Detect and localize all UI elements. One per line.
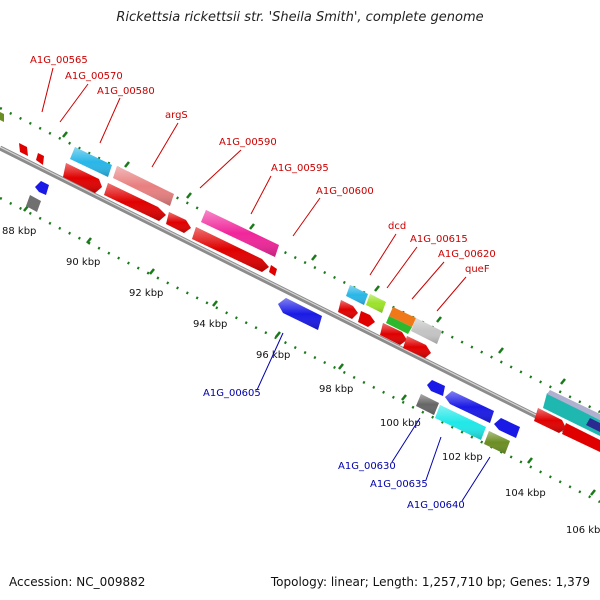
reverse-genes bbox=[26, 181, 520, 454]
genome-backbone bbox=[0, 145, 600, 451]
tick-label-106: 106 kbp bbox=[566, 525, 600, 536]
gene-a1g-00590 bbox=[166, 212, 191, 233]
tick-label-88: 88 kbp bbox=[2, 226, 36, 237]
gene-quef bbox=[403, 318, 442, 358]
gene-a1g-00630 bbox=[416, 391, 494, 423]
label-quef: queF bbox=[465, 264, 490, 275]
label-a1g-00590: A1G_00590 bbox=[219, 137, 277, 148]
gene-a1g-00615 bbox=[358, 294, 386, 327]
tick-label-100: 100 kbp bbox=[380, 418, 421, 429]
upper-tick-marks bbox=[62, 131, 566, 385]
gene-partial-green bbox=[0, 112, 4, 122]
gene-a1g-00565 bbox=[19, 143, 28, 156]
gene-a1g-00605 bbox=[278, 298, 322, 330]
tick-labels: 88 kbp 90 kbp 92 kbp 94 kbp 96 kbp 98 kb… bbox=[2, 226, 600, 536]
label-a1g-00630: A1G_00630 bbox=[338, 461, 396, 472]
tick-label-104: 104 kbp bbox=[505, 488, 546, 499]
tick-label-90: 90 kbp bbox=[66, 257, 100, 268]
gene-blue-small-mid bbox=[427, 380, 445, 396]
forward-leader-lines bbox=[41, 67, 467, 312]
topology-text: Topology: linear; Length: 1,257,710 bp; … bbox=[270, 575, 590, 589]
label-a1g-00615: A1G_00615 bbox=[410, 234, 468, 245]
gene-a1g-00620 bbox=[380, 307, 416, 345]
gene-dcd bbox=[338, 285, 368, 319]
tick-label-94: 94 kbp bbox=[193, 319, 227, 330]
gene-blue-small-left bbox=[35, 181, 49, 195]
label-a1g-00605: A1G_00605 bbox=[203, 388, 261, 399]
label-a1g-00565: A1G_00565 bbox=[30, 55, 88, 66]
gene-args bbox=[104, 166, 174, 221]
label-a1g-00580: A1G_00580 bbox=[97, 86, 155, 97]
gene-grey-left bbox=[26, 195, 41, 212]
tick-label-102: 102 kbp bbox=[442, 452, 483, 463]
gene-a1g-00640 bbox=[484, 418, 520, 454]
label-a1g-00635: A1G_00635 bbox=[370, 479, 428, 490]
label-a1g-00640: A1G_00640 bbox=[407, 500, 465, 511]
reverse-gene-labels: A1G_00605 A1G_00630 A1G_00635 A1G_00640 bbox=[203, 388, 465, 511]
label-a1g-00595: A1G_00595 bbox=[271, 163, 329, 174]
tick-label-98: 98 kbp bbox=[319, 384, 353, 395]
accession-text: Accession: NC_009882 bbox=[9, 575, 146, 589]
lower-dotted-track bbox=[0, 196, 600, 504]
label-dcd: dcd bbox=[388, 221, 406, 232]
gene-right-forward-cluster bbox=[534, 390, 600, 452]
forward-genes bbox=[19, 143, 600, 452]
gene-a1g-00635 bbox=[435, 405, 486, 440]
forward-gene-labels: A1G_00565 A1G_00570 A1G_00580 argS A1G_0… bbox=[30, 55, 496, 275]
label-a1g-00620: A1G_00620 bbox=[438, 249, 496, 260]
tick-label-92: 92 kbp bbox=[129, 288, 163, 299]
label-args: argS bbox=[165, 110, 188, 121]
gene-a1g-00600 bbox=[269, 265, 277, 276]
reverse-leader-lines bbox=[256, 332, 491, 502]
gene-a1g-00580 bbox=[63, 147, 112, 193]
lower-tick-marks bbox=[23, 205, 596, 496]
gene-a1g-00570 bbox=[36, 153, 44, 165]
label-a1g-00600: A1G_00600 bbox=[316, 186, 374, 197]
gene-a1g-00595 bbox=[192, 210, 279, 272]
map-title: Rickettsia rickettsii str. 'Sheila Smith… bbox=[116, 10, 484, 25]
label-a1g-00570: A1G_00570 bbox=[65, 71, 123, 82]
